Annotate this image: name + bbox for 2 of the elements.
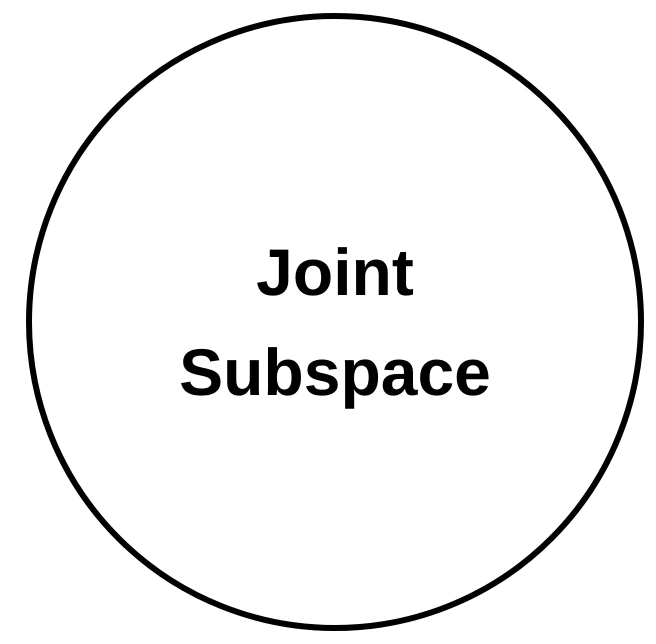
node-label: Joint Subspace <box>178 234 492 411</box>
circle-node <box>26 13 644 631</box>
